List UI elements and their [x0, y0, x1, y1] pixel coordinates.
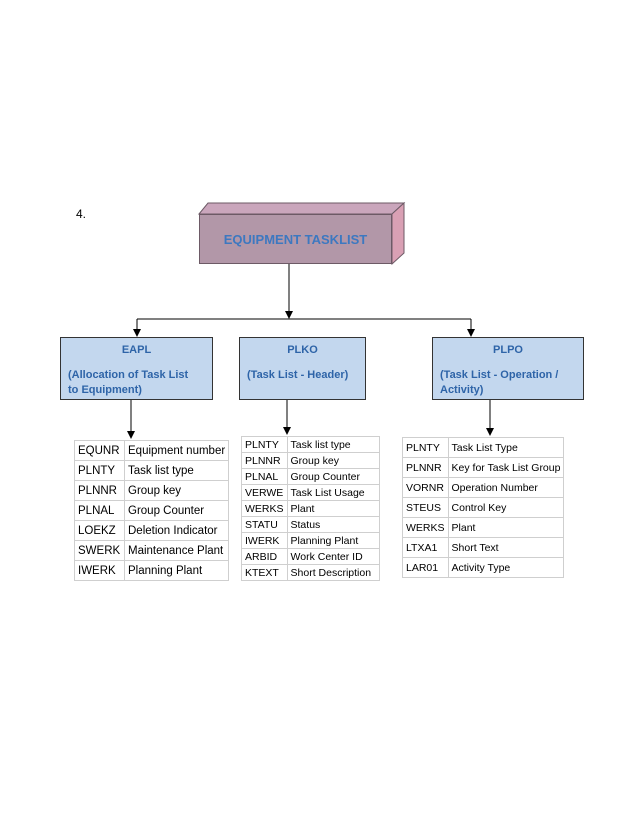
field-key: PLNNR: [74, 480, 125, 501]
field-desc: Activity Type: [447, 557, 565, 578]
entity-eapl-desc-line2: to Equipment): [68, 384, 142, 396]
field-key: PLNAL: [74, 500, 125, 521]
entity-eapl: EAPL (Allocation of Task List to Equipme…: [60, 337, 213, 400]
field-desc: Operation Number: [447, 477, 565, 498]
entity-eapl-desc: (Allocation of Task List to Equipment): [68, 368, 188, 398]
entity-eapl-desc-line1: (Allocation of Task List: [68, 369, 189, 381]
field-key: IWERK: [74, 560, 125, 581]
field-desc: Maintenance Plant: [123, 540, 230, 561]
field-key: PLNTY: [402, 437, 449, 458]
field-desc: Plant: [447, 517, 565, 538]
entity-plpo-desc: (Task List - Operation / Activity): [440, 368, 558, 398]
field-desc: Task List Type: [447, 437, 565, 458]
field-key: PLNTY: [241, 436, 288, 453]
entity-plko-desc-line1: (Task List - Header): [247, 369, 349, 381]
field-desc: Control Key: [447, 497, 565, 518]
top-box-side-face: [391, 201, 405, 266]
field-key: PLNTY: [74, 460, 125, 481]
equipment-tasklist-box: EQUIPMENT TASKLIST: [199, 214, 392, 264]
entity-plpo-title: PLPO: [493, 344, 523, 356]
field-key: IWERK: [241, 532, 288, 549]
field-desc: Work Center ID: [286, 548, 380, 565]
entity-plpo: PLPO (Task List - Operation / Activity): [432, 337, 584, 400]
field-key: SWERK: [74, 540, 125, 561]
field-desc: Deletion Indicator: [123, 520, 230, 541]
field-desc: Group key: [286, 452, 380, 469]
field-key: STATU: [241, 516, 288, 533]
field-key: WERKS: [402, 517, 449, 538]
field-key: PLNNR: [241, 452, 288, 469]
field-key: VORNR: [402, 477, 449, 498]
field-desc: Task list type: [123, 460, 230, 481]
item-number: 4.: [76, 207, 87, 221]
field-desc: Task list type: [286, 436, 380, 453]
entity-plpo-desc-line1: (Task List - Operation /: [440, 369, 559, 381]
field-key: KTEXT: [241, 564, 288, 581]
field-key: EQUNR: [74, 440, 125, 461]
field-desc: Planning Plant: [286, 532, 380, 549]
field-desc: Short Text: [447, 537, 565, 558]
field-desc: Group Counter: [123, 500, 230, 521]
field-desc: Plant: [286, 500, 380, 517]
field-desc: Task List Usage: [286, 484, 380, 501]
field-key: WERKS: [241, 500, 288, 517]
entity-plko: PLKO (Task List - Header): [239, 337, 366, 400]
field-key: LAR01: [402, 557, 449, 578]
field-key: PLNNR: [402, 457, 449, 478]
top-box-top-face: [197, 202, 406, 215]
entity-plpo-desc-line2: Activity): [440, 384, 484, 396]
field-key: VERWE: [241, 484, 288, 501]
field-key: LTXA1: [402, 537, 449, 558]
field-desc: Group Counter: [286, 468, 380, 485]
entity-eapl-title: EAPL: [121, 344, 152, 356]
field-key: STEUS: [402, 497, 449, 518]
entity-plko-title: PLKO: [287, 344, 318, 356]
entity-plko-desc: (Task List - Header): [247, 368, 348, 383]
field-desc: Key for Task List Group: [447, 457, 565, 478]
field-key: LOEKZ: [74, 520, 125, 541]
field-desc: Planning Plant: [123, 560, 230, 581]
field-desc: Group key: [123, 480, 230, 501]
field-desc: Equipment number: [123, 440, 230, 461]
equipment-tasklist-label: EQUIPMENT TASKLIST: [223, 231, 368, 247]
field-desc: Status: [286, 516, 380, 533]
field-desc: Short Description: [286, 564, 380, 581]
field-key: PLNAL: [241, 468, 288, 485]
field-key: ARBID: [241, 548, 288, 565]
